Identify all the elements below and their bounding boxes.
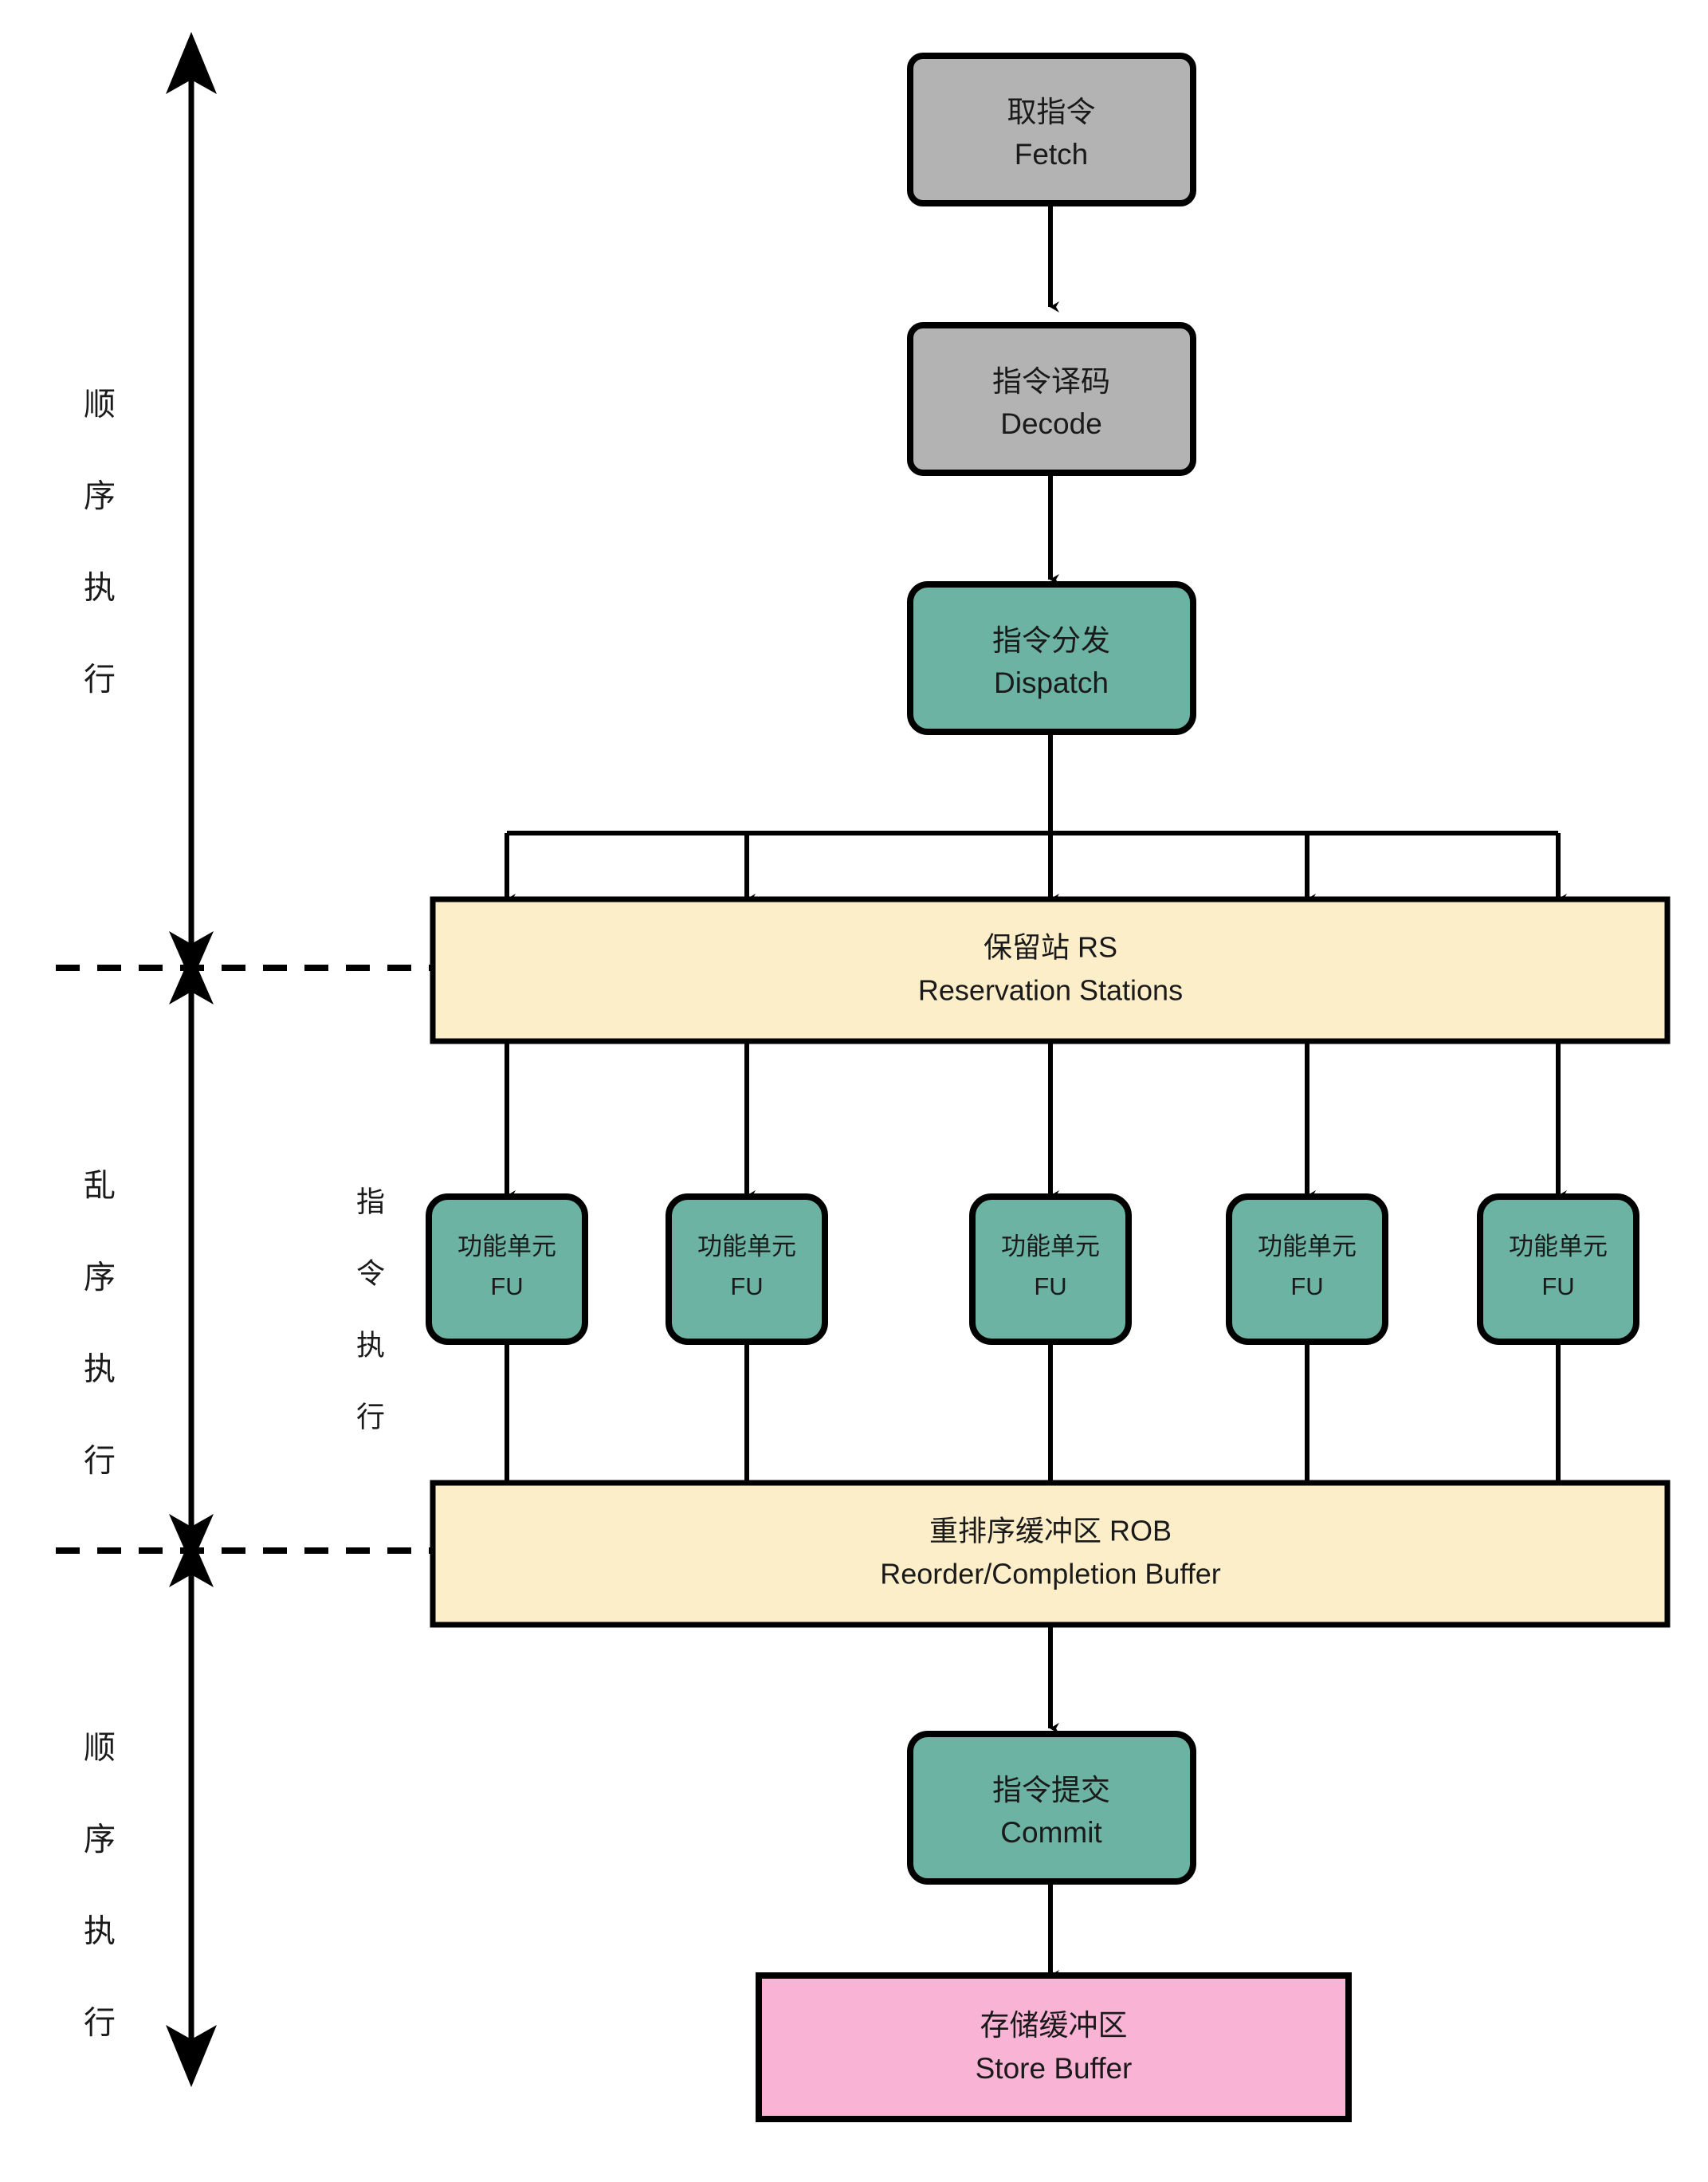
fu-1-label-cn: 功能单元 — [457, 1233, 556, 1260]
reservation-stations-bar[interactable]: 保留站 RS Reservation Stations — [430, 896, 1671, 1044]
rs-label-en: Reservation Stations — [918, 974, 1183, 1007]
fetch-box-shape[interactable] — [907, 53, 1196, 206]
reorder-buffer-bar[interactable]: 重排序缓冲区 ROB Reorder/Completion Buffer — [430, 1480, 1671, 1628]
functional-unit-2[interactable]: 功能单元 FU — [666, 1193, 828, 1345]
axis-label-char: 执 — [84, 1352, 116, 1387]
fu-2-label-cn: 功能单元 — [697, 1233, 796, 1260]
axis-label-char: 行 — [84, 1444, 116, 1479]
timeline-axis — [166, 32, 217, 2087]
axis-arrow-mid1-up — [169, 953, 214, 1005]
rs-to-fu-connectors — [505, 1040, 1567, 1201]
decode-box-shape[interactable] — [907, 322, 1196, 476]
dispatch-label-en: Dispatch — [994, 666, 1109, 699]
axis-label-char: 乱 — [84, 1169, 116, 1204]
execute-label-char: 行 — [356, 1401, 385, 1433]
rs-label-cn: 保留站 RS — [984, 931, 1117, 964]
axis-label-char: 行 — [84, 2006, 116, 2041]
axis-label-in-order-back: 顺 序 执 行 — [84, 1731, 116, 2041]
fu-3-label-en: FU — [1034, 1272, 1066, 1300]
store-buffer-label-cn: 存储缓冲区 — [980, 2009, 1128, 2042]
commit-label-cn: 指令提交 — [992, 1774, 1110, 1807]
axis-label-instruction-execute: 指 令 执 行 — [356, 1185, 385, 1433]
axis-label-char: 执 — [84, 1914, 116, 1949]
functional-unit-3[interactable]: 功能单元 FU — [969, 1193, 1132, 1345]
fu-1-label-en: FU — [490, 1272, 523, 1300]
axis-label-char: 序 — [84, 1260, 116, 1295]
store-buffer-shape[interactable] — [756, 1972, 1352, 2122]
fu-5-box-shape[interactable] — [1477, 1193, 1639, 1345]
commit-label-en: Commit — [1000, 1816, 1102, 1849]
axis-label-char: 序 — [84, 479, 116, 514]
fu-5-label-cn: 功能单元 — [1509, 1233, 1608, 1260]
execute-label-char: 令 — [356, 1257, 385, 1290]
fu-4-label-en: FU — [1290, 1272, 1323, 1300]
axis-label-char: 执 — [84, 571, 116, 606]
stage-box-decode[interactable]: 指令译码 Decode — [907, 322, 1196, 476]
dispatch-box-shape[interactable] — [907, 581, 1196, 735]
axis-label-out-of-order: 乱 序 执 行 — [84, 1169, 116, 1479]
fu-4-box-shape[interactable] — [1226, 1193, 1388, 1345]
axis-arrow-bottom — [166, 2025, 217, 2087]
rs-bar-shape[interactable] — [430, 896, 1671, 1044]
functional-unit-1[interactable]: 功能单元 FU — [426, 1193, 588, 1345]
rob-bar-shape[interactable] — [430, 1480, 1671, 1628]
axis-arrow-mid2-up — [169, 1536, 214, 1587]
dispatch-fanout-bus — [505, 831, 1567, 905]
rob-label-cn: 重排序缓冲区 ROB — [929, 1515, 1172, 1547]
fu-2-box-shape[interactable] — [666, 1193, 828, 1345]
fu-3-label-cn: 功能单元 — [1001, 1233, 1100, 1260]
axis-arrow-top — [166, 32, 217, 94]
commit-box-shape[interactable] — [907, 1731, 1196, 1885]
functional-unit-4[interactable]: 功能单元 FU — [1226, 1193, 1388, 1345]
axis-label-char: 序 — [84, 1822, 116, 1858]
fu-4-label-cn: 功能单元 — [1258, 1233, 1357, 1260]
rob-label-en: Reorder/Completion Buffer — [880, 1558, 1221, 1590]
fu-5-label-en: FU — [1541, 1272, 1574, 1300]
store-buffer-label-en: Store Buffer — [976, 2052, 1133, 2085]
axis-label-in-order-front: 顺 序 执 行 — [84, 387, 116, 698]
axis-label-char: 行 — [84, 662, 116, 698]
store-buffer-box[interactable]: 存储缓冲区 Store Buffer — [756, 1972, 1352, 2122]
stage-box-dispatch[interactable]: 指令分发 Dispatch — [907, 581, 1196, 735]
fetch-label-en: Fetch — [1015, 138, 1089, 171]
stage-box-fetch[interactable]: 取指令 Fetch — [907, 53, 1196, 206]
fu-3-box-shape[interactable] — [969, 1193, 1132, 1345]
axis-label-char: 顺 — [84, 1731, 116, 1766]
execute-label-char: 执 — [356, 1329, 385, 1362]
decode-label-cn: 指令译码 — [992, 365, 1110, 398]
fu-2-label-en: FU — [730, 1272, 763, 1300]
functional-unit-5[interactable]: 功能单元 FU — [1477, 1193, 1639, 1345]
execute-label-char: 指 — [356, 1185, 385, 1218]
fu-to-rob-connectors — [505, 1341, 1567, 1500]
dispatch-label-cn: 指令分发 — [992, 624, 1110, 657]
decode-label-en: Decode — [1000, 407, 1102, 440]
stage-box-commit[interactable]: 指令提交 Commit — [907, 1731, 1196, 1885]
axis-label-char: 顺 — [84, 387, 116, 423]
fetch-label-cn: 取指令 — [1007, 96, 1096, 128]
fu-1-box-shape[interactable] — [426, 1193, 588, 1345]
